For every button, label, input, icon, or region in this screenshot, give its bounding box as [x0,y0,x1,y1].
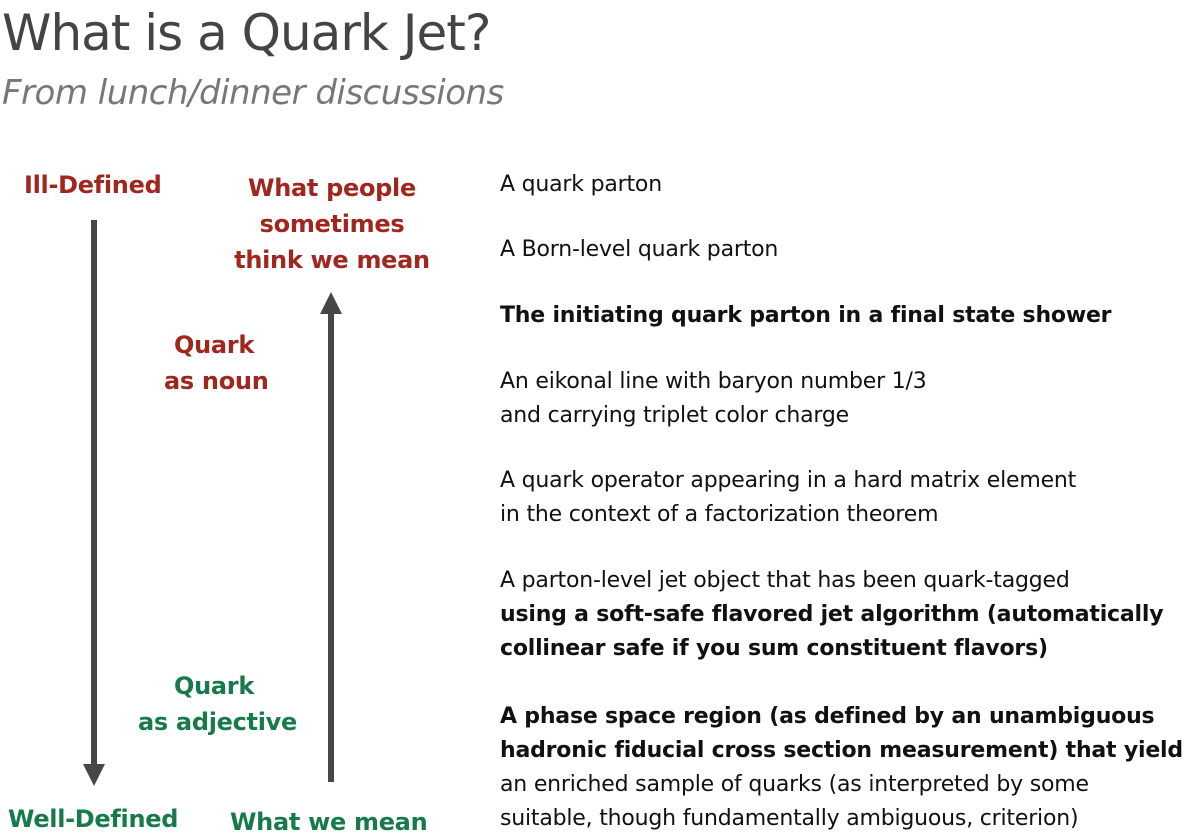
definition-item: A parton-level jet object that has been … [500,564,1164,666]
definition-line: using a soft-safe flavored jet algorithm… [500,602,1164,627]
definition-line: An eikonal line with baryon number 1/3 [500,369,927,394]
definition-line: an enriched sample of quarks (as interpr… [500,772,1089,797]
definition-item: A Born-level quark parton [500,233,778,267]
what-people-think-label: What people sometimes think we mean [234,170,430,278]
definition-line: A Born-level quark parton [500,237,779,262]
definition-item: A quark parton [500,168,662,202]
quark-noun-line-2: as noun [164,367,269,395]
quark-adjective-line-2: as adjective [138,708,297,736]
quark-adjective-line-1: Quark [174,672,254,700]
definition-item: A quark operator appearing in a hard mat… [500,464,1076,532]
definition-line: A quark parton [500,172,662,197]
definition-line: and carrying triplet color charge [500,403,849,428]
quark-as-adjective-label: Quark as adjective [138,668,297,740]
well-defined-label: Well-Defined [8,805,179,833]
definition-line: The initiating quark parton in a final s… [500,303,1112,328]
quark-as-noun-label: Quark as noun [164,327,269,399]
definition-line: A quark operator appearing in a hard mat… [500,468,1077,493]
definition-line: A parton-level jet object that has been … [500,568,1070,593]
ill-defined-label: Ill-Defined [24,171,162,199]
slide-subtitle: From lunch/dinner discussions [2,73,504,113]
what-people-line-1: What people [248,174,416,202]
definition-line: collinear safe if you sum constituent fl… [500,636,1048,661]
definition-line: suitable, though fundamentally ambiguous… [500,806,1079,831]
quark-noun-line-1: Quark [174,331,254,359]
definition-line: hadronic fiducial cross section measurem… [500,738,1184,763]
what-people-line-2: sometimes [259,210,405,238]
definition-line: in the context of a factorization theore… [500,502,939,527]
definition-item: An eikonal line with baryon number 1/3 a… [500,365,927,433]
slide-title: What is a Quark Jet? [2,4,491,62]
definition-item: A phase space region (as defined by an u… [500,700,1184,836]
definition-line: A phase space region (as defined by an u… [500,704,1155,729]
down-arrow-shaft [91,220,97,766]
up-arrow-shaft [328,312,334,782]
what-people-line-3: think we mean [234,246,430,274]
up-arrow-head [320,292,342,314]
down-arrow-head [83,764,105,786]
definition-item: The initiating quark parton in a final s… [500,299,1112,333]
what-we-mean-label: What we mean [230,808,428,836]
